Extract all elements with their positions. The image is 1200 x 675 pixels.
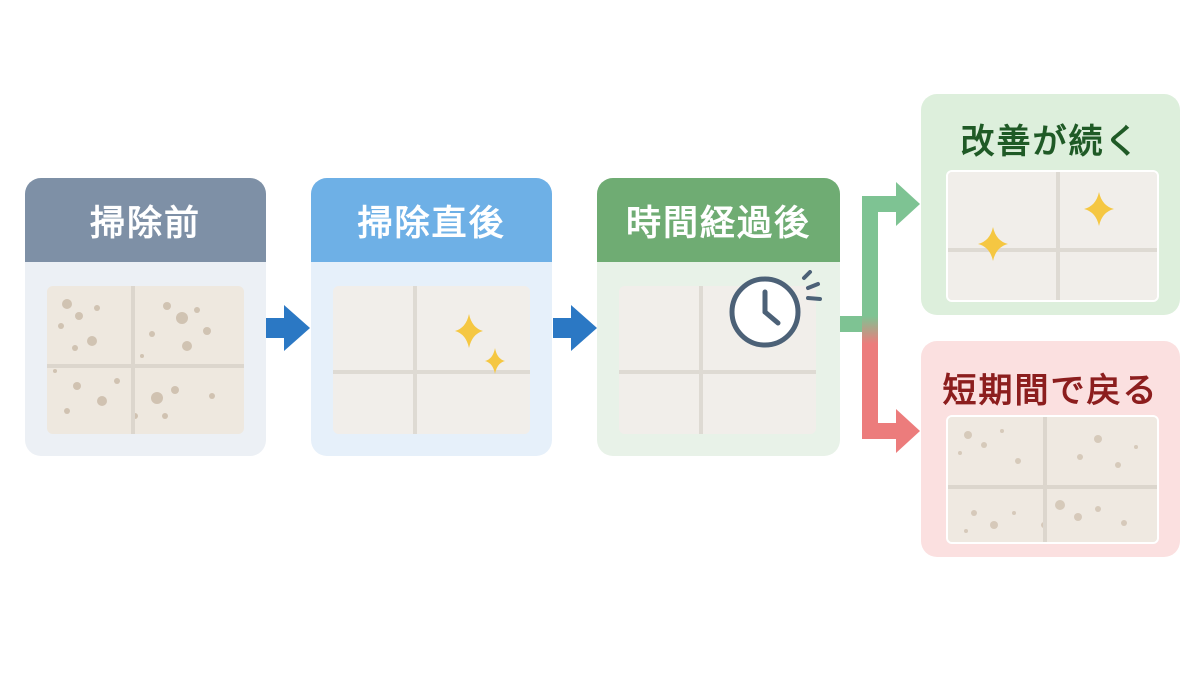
sparkle-icon xyxy=(978,227,1008,261)
arrow-right-icon xyxy=(266,305,310,351)
sparkle-icon xyxy=(455,314,483,348)
stage-time-title: 時間経過後 xyxy=(625,203,811,244)
sparkle-icon xyxy=(485,348,505,374)
stage-after-header: 掃除直後 xyxy=(311,178,552,262)
stage-after-card: 掃除直後 xyxy=(311,178,552,456)
outcome-revert-card: 短期間で戻る xyxy=(921,341,1180,557)
clock-icon xyxy=(729,270,822,348)
sparkle-icon xyxy=(1084,192,1114,226)
stage-time-header: 時間経過後 xyxy=(597,178,840,262)
branch-arrow xyxy=(840,182,920,453)
clean-tile xyxy=(333,286,530,434)
stain-pattern xyxy=(47,286,244,434)
stage-time-card: 時間経過後 xyxy=(597,178,840,456)
stage-before-header: 掃除前 xyxy=(25,178,266,262)
outcome-improve-card: 改善が続く xyxy=(921,94,1180,315)
dirty-tile xyxy=(946,415,1159,544)
clean-tile xyxy=(946,170,1159,302)
stage-before-card: 掃除前 xyxy=(25,178,266,456)
dirty-tile xyxy=(47,286,244,434)
arrow-right-icon xyxy=(553,305,597,351)
outcome-revert-title: 短期間で戻る xyxy=(942,371,1159,411)
stage-before-title: 掃除前 xyxy=(89,203,201,244)
stage-after-title: 掃除直後 xyxy=(357,203,506,244)
outcome-improve-title: 改善が続く xyxy=(960,122,1141,162)
